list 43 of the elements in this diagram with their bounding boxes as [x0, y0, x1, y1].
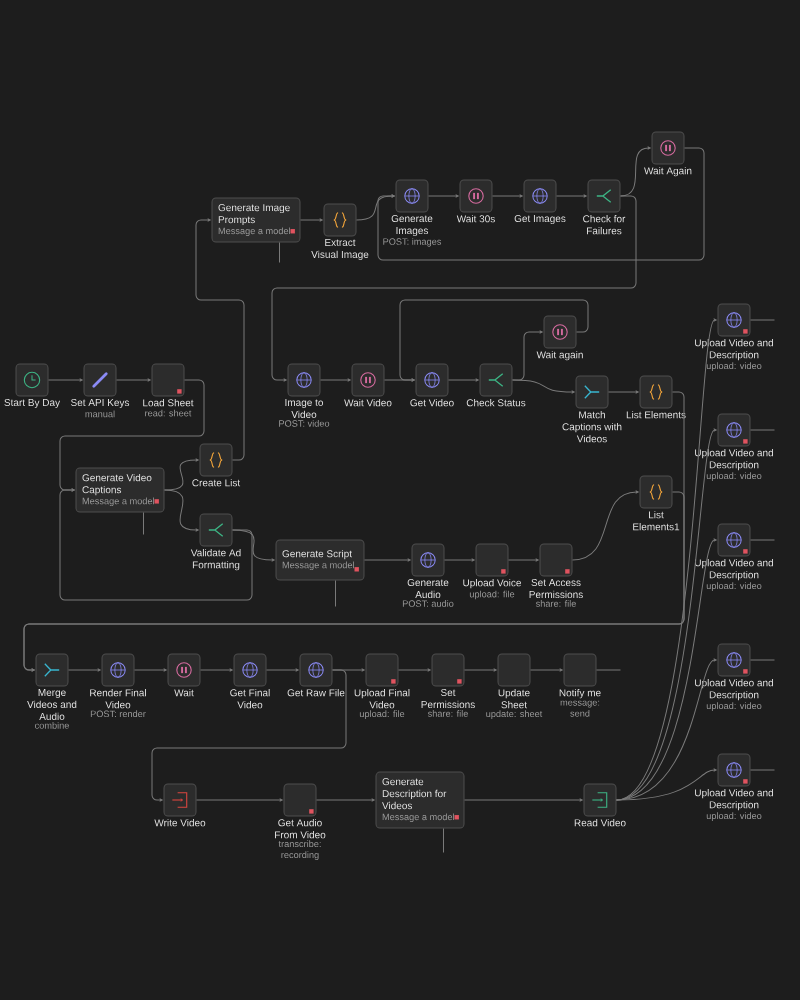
- connector: [398, 668, 431, 672]
- connector: [320, 378, 351, 382]
- connector: [616, 318, 717, 801]
- connector: [750, 539, 775, 541]
- connector: [464, 668, 497, 672]
- connector: [492, 194, 523, 198]
- connector: [271, 195, 637, 382]
- connector: [300, 218, 323, 222]
- connector: [377, 147, 705, 261]
- connector: [750, 769, 775, 771]
- connector: [508, 558, 539, 562]
- connector: [556, 194, 587, 198]
- connector: [266, 668, 299, 672]
- connector: [164, 489, 199, 532]
- connector: [23, 491, 685, 672]
- connector: [608, 390, 639, 394]
- connector: [195, 218, 245, 461]
- connector: [596, 669, 621, 671]
- connector: [200, 668, 233, 672]
- connector: [750, 429, 775, 431]
- connector: [464, 798, 583, 802]
- connector: [68, 668, 101, 672]
- connector: [151, 669, 347, 802]
- connector: [530, 668, 563, 672]
- connector: [512, 379, 575, 394]
- connector: [616, 768, 717, 801]
- connector: [428, 194, 459, 198]
- connector: [620, 146, 651, 197]
- connector: [59, 379, 205, 492]
- connector: [48, 378, 83, 382]
- connector: [399, 299, 589, 382]
- connector: [196, 798, 283, 802]
- connector: [750, 659, 775, 661]
- connector: [364, 558, 411, 562]
- connector: [316, 798, 375, 802]
- connector: [164, 458, 199, 491]
- connector: [444, 558, 475, 562]
- connector: [750, 319, 775, 321]
- connector: [134, 668, 167, 672]
- connector: [448, 378, 479, 382]
- connector: [59, 488, 253, 601]
- connector: [116, 378, 151, 382]
- connector: [572, 490, 639, 561]
